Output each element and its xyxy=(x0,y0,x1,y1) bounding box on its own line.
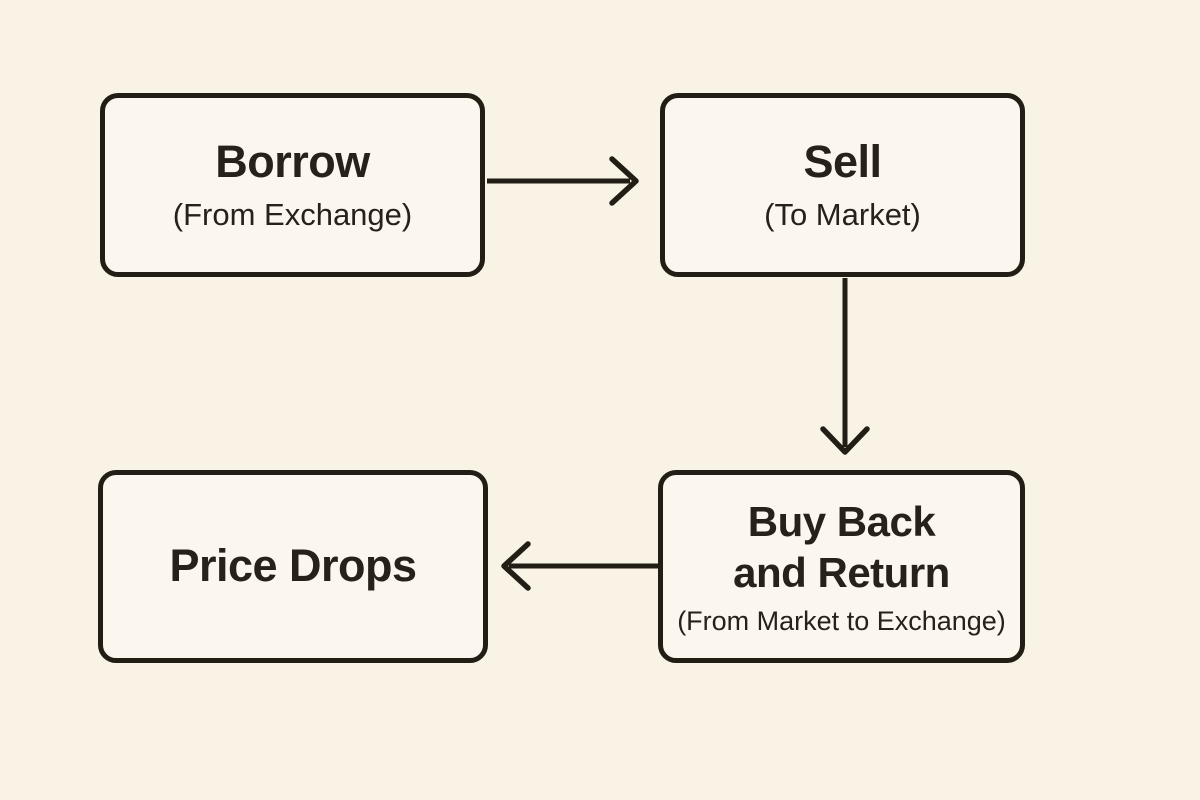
node-buy-back-title-line2: and Return xyxy=(733,549,950,597)
node-price-drops: Price Drops xyxy=(98,470,488,663)
node-buy-back-subtitle: (From Market to Exchange) xyxy=(677,605,1006,636)
node-price-drops-title: Price Drops xyxy=(169,540,417,592)
node-borrow-subtitle: (From Exchange) xyxy=(172,196,413,232)
node-buy-back-and-return: Buy Back and Return (From Market to Exch… xyxy=(658,470,1025,663)
node-buy-back-title-line1: Buy Back xyxy=(747,498,936,546)
node-sell-title: Sell xyxy=(803,136,882,188)
arrow-buy-back-to-price-drops xyxy=(501,541,658,591)
node-borrow: Borrow (From Exchange) xyxy=(100,93,485,277)
arrow-borrow-to-sell xyxy=(487,156,639,206)
node-sell-subtitle: (To Market) xyxy=(764,196,921,232)
arrow-sell-to-buy-back xyxy=(820,278,870,455)
node-buy-back-title: Buy Back and Return xyxy=(733,496,950,598)
node-sell: Sell (To Market) xyxy=(660,93,1025,277)
node-borrow-title: Borrow xyxy=(215,136,370,188)
